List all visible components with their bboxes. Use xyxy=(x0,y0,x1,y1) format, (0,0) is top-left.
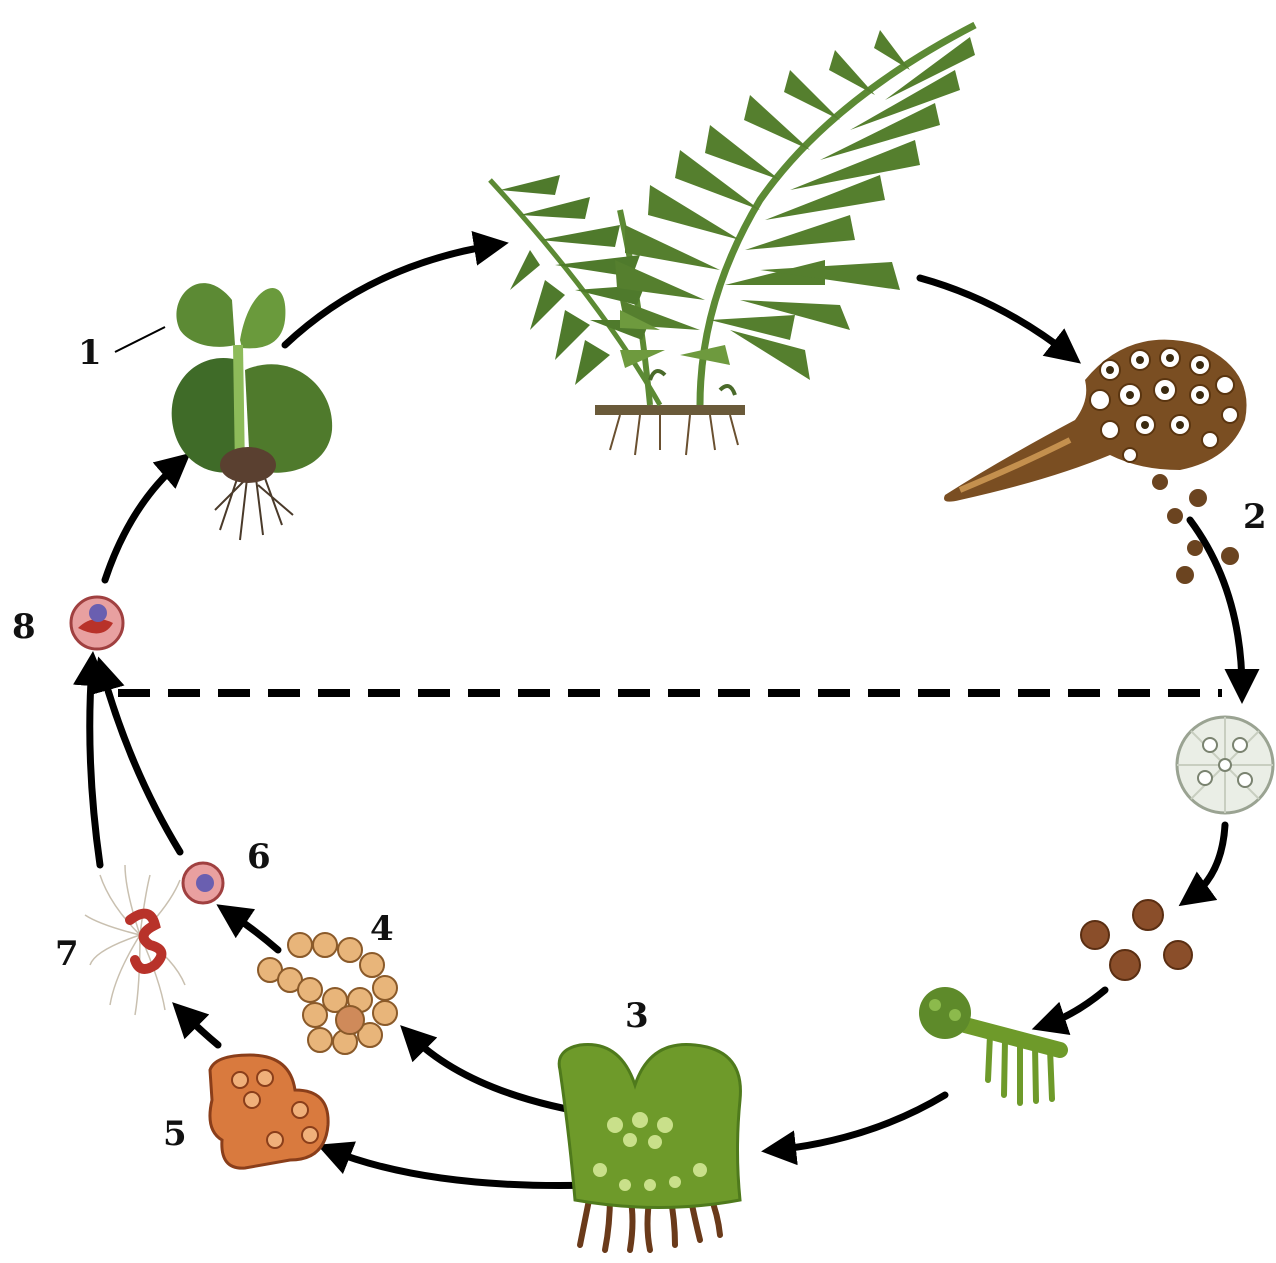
protonema-icon xyxy=(919,987,1060,1103)
sporophyte-fern-icon xyxy=(490,25,975,455)
label-7: 7 xyxy=(55,934,79,974)
label-1: 1 xyxy=(78,333,102,373)
egg-cell-icon xyxy=(183,863,223,903)
prothallus-icon xyxy=(559,1045,740,1251)
label-3: 3 xyxy=(625,996,649,1036)
label-8: 8 xyxy=(12,607,36,647)
released-spores-icon xyxy=(1081,900,1192,980)
zygote-icon xyxy=(71,597,123,649)
sporangium-cross-section-icon xyxy=(1177,717,1273,813)
label-2: 2 xyxy=(1243,497,1267,537)
arrow-adult-to-sorus xyxy=(920,278,1070,355)
arrow-protonema-to-prothallus xyxy=(775,1095,945,1150)
arrow-antheridium-to-sperm xyxy=(182,1012,218,1045)
label-5: 5 xyxy=(163,1114,187,1154)
sorus-icon xyxy=(944,340,1247,502)
arrow-zygote-to-young xyxy=(105,462,180,580)
arrow-sperm-to-zygote xyxy=(90,665,100,865)
label-1-pointer xyxy=(115,327,165,352)
label-4: 4 xyxy=(370,909,394,949)
arrow-spores-to-protonema xyxy=(1045,990,1105,1025)
arrow-sporangium-to-spores xyxy=(1190,825,1225,898)
label-6: 6 xyxy=(247,837,271,877)
sperm-icon xyxy=(85,865,185,1015)
antheridium-icon xyxy=(210,1055,328,1168)
arrow-young-to-adult xyxy=(285,245,495,345)
arrow-prothallus-to-antheridium xyxy=(330,1150,595,1186)
arrow-egg-to-zygote xyxy=(102,670,180,852)
arrow-archegonium-to-egg xyxy=(228,912,278,950)
